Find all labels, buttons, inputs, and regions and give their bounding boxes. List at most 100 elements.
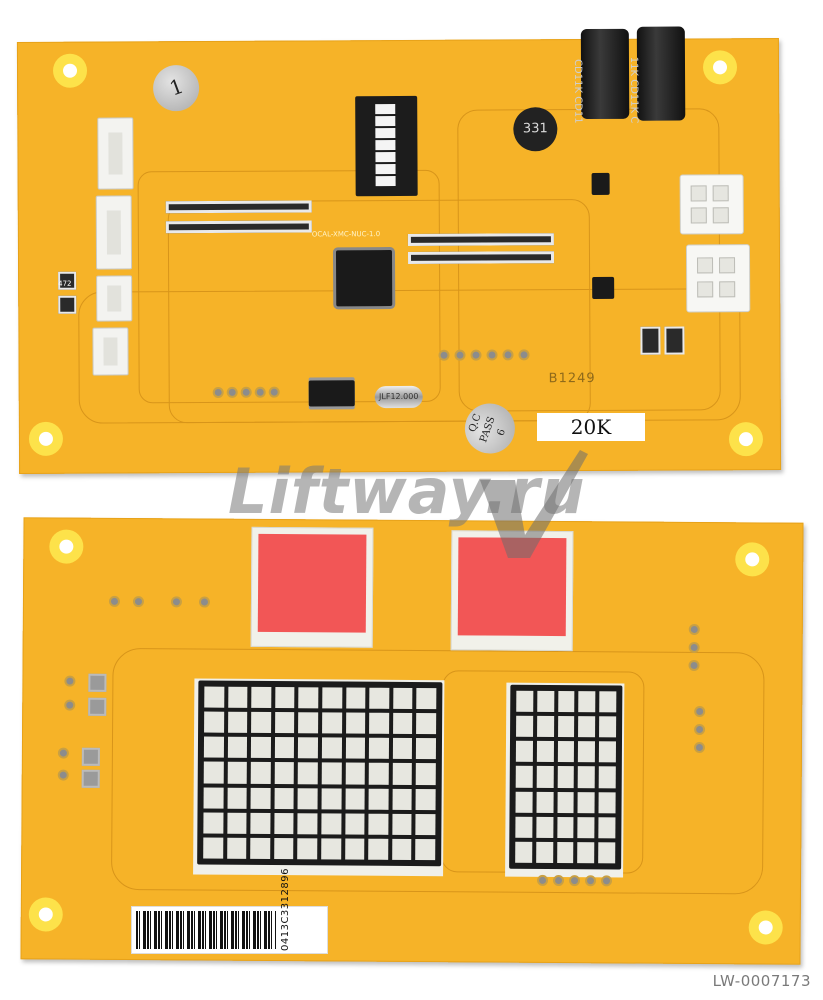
matrix-dot — [322, 712, 342, 734]
matrix-dot — [392, 788, 413, 810]
header-pin — [555, 877, 563, 885]
regulator-chip — [591, 172, 610, 195]
matrix-dot — [250, 812, 271, 834]
square-pad — [81, 769, 100, 788]
matrix-dot — [369, 737, 389, 760]
matrix-dot — [415, 788, 436, 810]
watermark-checkmark — [480, 450, 588, 558]
mounting-hole — [735, 542, 770, 577]
resistor-array — [165, 200, 312, 214]
matrix-dot — [368, 813, 389, 835]
matrix-dot — [556, 841, 574, 864]
matrix-dot — [536, 816, 554, 838]
matrix-dot — [578, 716, 596, 738]
header-pin — [539, 876, 547, 884]
matrix-dot — [416, 688, 437, 710]
matrix-dot — [598, 766, 616, 788]
matrix-dot — [344, 838, 365, 860]
matrix-dot — [251, 712, 271, 734]
matrix-dot — [557, 791, 575, 813]
header-pin — [59, 771, 67, 779]
solder-pad — [456, 351, 464, 359]
matrix-dot — [515, 791, 533, 813]
regulator-chip — [592, 276, 615, 299]
qc-line3: 6 — [495, 427, 508, 438]
matrix-dot — [227, 787, 247, 809]
header-pin — [134, 598, 142, 606]
mounting-hole — [728, 422, 764, 457]
matrix-dot — [369, 712, 389, 735]
matrix-dot — [368, 838, 389, 860]
sequence-sticker: 1 — [152, 65, 200, 112]
jst-connector — [92, 327, 129, 376]
molex-connector — [685, 244, 751, 313]
power-inductor: 331 — [513, 107, 558, 152]
header-pin — [690, 625, 698, 633]
matrix-dot — [578, 691, 596, 713]
dot-matrix-display-right — [509, 684, 623, 870]
header-pin — [242, 388, 250, 396]
matrix-dot — [203, 837, 223, 859]
matrix-dot — [393, 687, 413, 710]
matrix-dot — [344, 813, 365, 835]
capacitor-label: 11K CD11K C — [627, 56, 640, 124]
mounting-hole — [28, 421, 64, 456]
diode — [664, 326, 685, 355]
capacitor-label: CD11K CD11 — [571, 59, 584, 124]
matrix-dot — [577, 816, 595, 839]
matrix-dot — [274, 787, 295, 809]
square-pad — [81, 747, 100, 766]
matrix-dot — [557, 691, 575, 713]
matrix-dot — [392, 738, 413, 760]
matrix-dot — [345, 762, 366, 785]
matrix-dot — [577, 842, 595, 864]
matrix-dot — [368, 763, 389, 785]
matrix-dot — [226, 812, 247, 834]
square-pad — [88, 697, 107, 716]
matrix-dot — [536, 766, 554, 788]
resistance-label: 20K — [537, 413, 645, 441]
matrix-dot — [274, 712, 295, 734]
header-pin — [603, 877, 611, 885]
matrix-dot — [578, 766, 596, 788]
mounting-hole — [28, 897, 63, 932]
matrix-dot — [345, 737, 366, 760]
matrix-dot — [274, 812, 294, 835]
header-pin — [214, 388, 222, 396]
watermark-text: Liftway.ru — [228, 455, 586, 528]
matrix-dot — [345, 687, 366, 709]
square-pad — [88, 673, 107, 692]
jst-connector — [97, 117, 134, 190]
matrix-dot — [227, 736, 248, 759]
matrix-dot — [416, 738, 437, 760]
matrix-dot — [298, 712, 319, 734]
matrix-dot — [274, 737, 295, 759]
matrix-dot — [598, 842, 616, 864]
matrix-dot — [369, 687, 390, 709]
header-pin — [571, 877, 579, 885]
matrix-dot — [251, 686, 272, 709]
matrix-dot — [599, 691, 617, 713]
matrix-dot — [204, 686, 224, 708]
mounting-hole — [49, 529, 84, 564]
matrix-dot — [516, 715, 533, 738]
matrix-dot — [578, 741, 596, 763]
matrix-dot — [274, 762, 295, 784]
header-pin — [228, 388, 236, 396]
matrix-dot — [516, 690, 534, 712]
matrix-dot — [557, 716, 575, 738]
resistor-array — [165, 220, 312, 234]
header-pin — [696, 707, 704, 716]
solder-pad — [488, 351, 496, 359]
mounting-hole — [748, 910, 783, 945]
molex-connector — [679, 174, 744, 235]
header-pin — [172, 598, 180, 606]
matrix-dot — [392, 763, 413, 785]
matrix-dot — [345, 712, 366, 734]
matrix-dot — [557, 766, 575, 788]
header-pin — [59, 749, 67, 757]
header-pin — [110, 597, 118, 605]
matrix-dot — [321, 737, 342, 759]
matrix-dot — [598, 791, 616, 814]
matrix-dot — [515, 766, 533, 788]
